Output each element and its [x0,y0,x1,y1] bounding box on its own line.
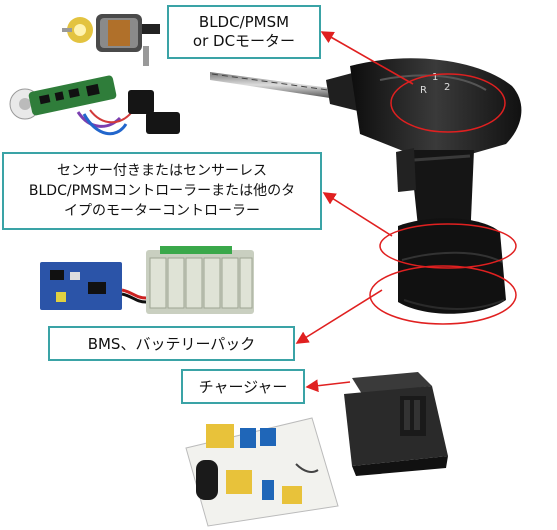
battery-label: BMS、バッテリーパック [87,335,256,353]
controller-highlight-ellipse [379,223,517,269]
drill-label-speed-1: 1 [432,72,438,83]
motor-arrow [320,31,414,85]
controller-arrow [322,192,393,237]
motor-label-line1: BLDC/PMSM [198,13,290,31]
battery-label-box: BMS、バッテリーパック [48,326,295,361]
drill-label-r: R [420,85,427,96]
drill-label-speed-2: 2 [444,82,450,93]
motor-image [62,14,160,66]
drill-image [210,58,522,314]
controller-label-line3: イプのモーターコントローラー [64,203,260,219]
motor-label-line2: or DCモーター [192,32,296,50]
controller-label-line1: センサー付きまたはセンサーレス [57,163,267,179]
battery-arrow [295,289,383,344]
motor-highlight-ellipse [390,73,506,133]
controller-label-box: センサー付きまたはセンサーレス BLDC/PMSMコントローラーまたは他のタ イ… [2,152,322,230]
charger-board-image [185,417,339,527]
charger-image [344,372,448,476]
charger-arrow [305,379,351,393]
charger-label-box: チャージャー [181,369,305,404]
motor-label-box: BLDC/PMSM or DCモーター [167,5,321,59]
controller-pcb-image [9,75,180,136]
battery-highlight-ellipse [369,265,517,325]
controller-label-line2: BLDC/PMSMコントローラーまたは他のタ [28,183,296,199]
battery-pack-image [40,246,254,314]
charger-label: チャージャー [198,378,288,396]
